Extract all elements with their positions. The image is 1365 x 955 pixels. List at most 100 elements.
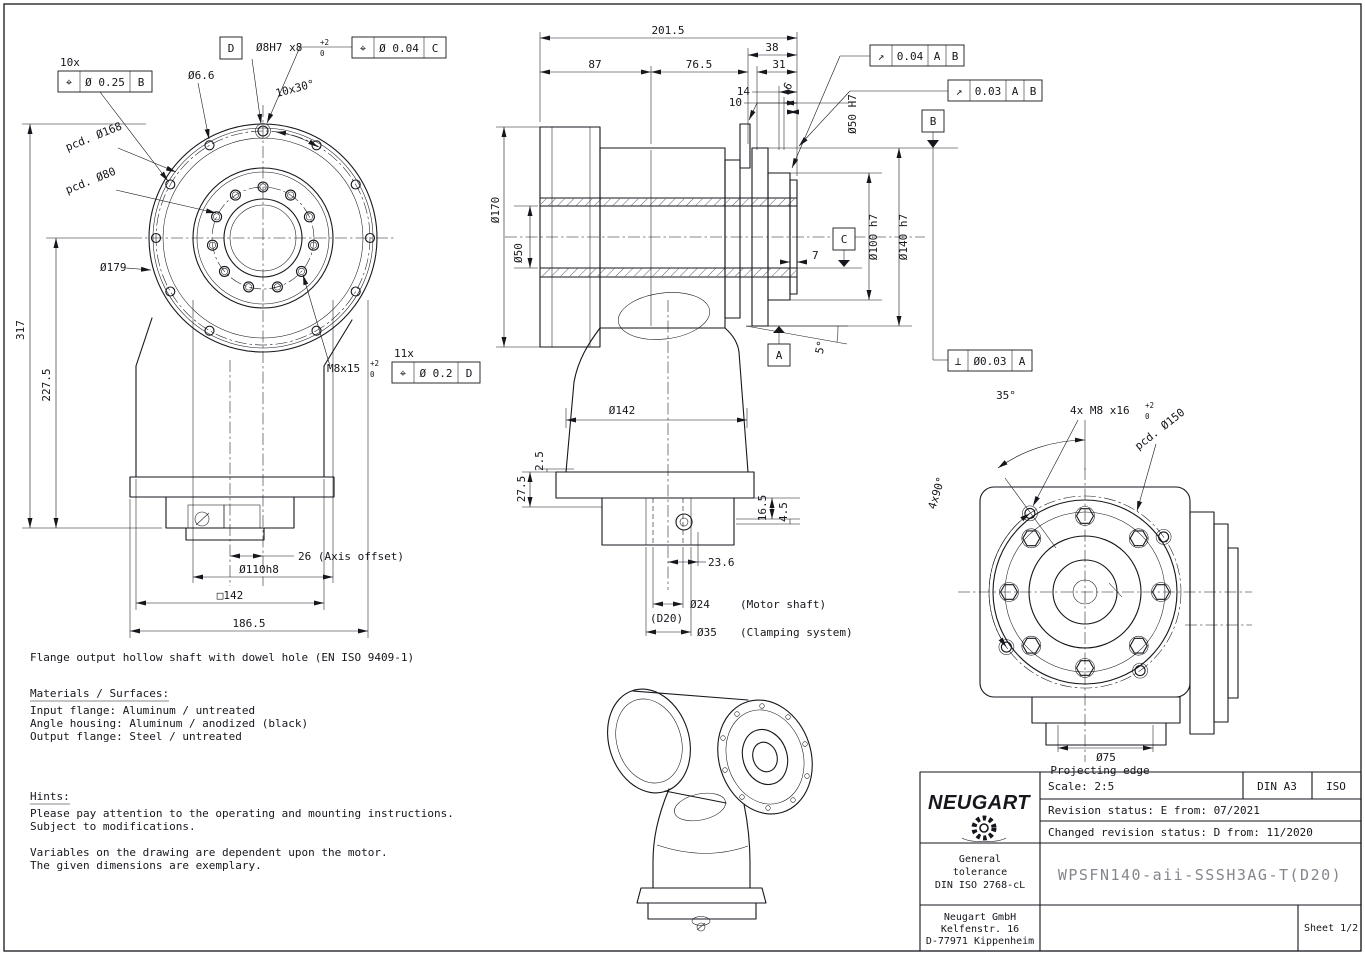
- dim-14: 14: [737, 85, 797, 150]
- dia-35-label: Ø35: [697, 626, 717, 639]
- gdt-runout2-tolerance: 0.03: [975, 85, 1002, 98]
- dim-4-5: 4.5: [736, 502, 800, 525]
- dowel-tol-dn: 0: [320, 49, 325, 58]
- dim-76-5-label: 76.5: [686, 58, 713, 71]
- gdt-frame-outer-holes: 10x ⌖ Ø 0.25 B: [57, 56, 169, 182]
- dim-50-label: Ø50: [512, 243, 525, 263]
- dim-87: 87: [540, 58, 652, 144]
- gdt-dowel-symbol: ⌖: [360, 42, 366, 55]
- side-outline: [539, 123, 798, 546]
- tolerance-line-3: DIN ISO 2768-cL: [935, 880, 1025, 891]
- dim-sq142: □142: [135, 479, 325, 610]
- d20-label: (D20): [650, 612, 683, 625]
- gdt-outer-datum: B: [138, 76, 145, 89]
- materials-line-1: Input flange: Aluminum / untreated: [30, 704, 255, 717]
- gdt-frame-thread: 11x ⌖ Ø 0.2 D: [391, 347, 481, 384]
- dim-170: Ø170: [489, 126, 540, 348]
- projecting-edge-label: Projecting edge: [1050, 764, 1149, 777]
- gdt-outer-tolerance: Ø 0.25: [85, 76, 125, 89]
- address-line-2: Kelfenstr. 16: [941, 924, 1019, 935]
- rear-thread-tol-dn: 0: [1145, 412, 1150, 421]
- datum-d-flag: D: [219, 36, 263, 125]
- datum-a-flag: A: [767, 326, 791, 367]
- iso-bolt-holes: [720, 703, 810, 811]
- datum-a-label: A: [776, 349, 783, 362]
- dim-140h7-label: Ø140 h7: [897, 214, 910, 260]
- rear-thread-label: 4x M8 x16: [1070, 404, 1130, 417]
- dowel-label: Ø8H7 x8: [256, 41, 302, 54]
- gdt-thread-datum: D: [466, 367, 473, 380]
- datum-c-flag: C: [797, 227, 862, 269]
- dim-axis-offset: 26 (Axis offset): [230, 550, 404, 563]
- dim-27-5: 27.5: [515, 471, 602, 508]
- dim-100h7-label: Ø100 h7: [867, 214, 880, 260]
- rear-projections: [1031, 511, 1252, 746]
- format-label: DIN A3: [1257, 780, 1297, 793]
- dowel-hole: [255, 123, 271, 139]
- sheet-number: Sheet 1/2: [1304, 923, 1358, 934]
- dim-23-6-label: 23.6: [708, 556, 735, 569]
- tolerance-line-1: General: [959, 854, 1001, 865]
- dim-clamping: Ø35 (Clamping system): [645, 547, 853, 639]
- standard-label: ISO: [1326, 780, 1346, 793]
- gdt-runout1-symbol: ↗: [878, 50, 885, 63]
- dim-axis-offset-label: 26 (Axis offset): [298, 550, 404, 563]
- gdt-thread-symbol: ⌖: [400, 367, 406, 380]
- gdt-thread-tolerance: Ø 0.2: [419, 367, 452, 380]
- dim-170-label: Ø170: [489, 197, 502, 224]
- title-block: NEUGART Scale: 2:5 DIN A3 ISO Revision s…: [919, 771, 1362, 952]
- dim-5deg-label: 5°: [813, 339, 828, 355]
- dim-motor-shaft: Ø24 (Motor shaft) (D20): [650, 547, 826, 625]
- dim-7-label: 7: [812, 249, 819, 262]
- hints-line-1: Please pay attention to the operating an…: [30, 807, 454, 820]
- dim-186-5-label: 186.5: [232, 617, 265, 630]
- datum-b-label: B: [930, 115, 937, 128]
- qty-thread-label: 11x: [394, 347, 414, 360]
- thread-tol-up: +2: [370, 359, 379, 368]
- changed-revision-status: Changed revision status: D from: 11/2020: [1048, 826, 1313, 839]
- dim-2-5: 2.5: [533, 451, 574, 472]
- dim-76-5: 76.5: [651, 48, 749, 144]
- gdt-runout2-symbol: ↗: [956, 85, 963, 98]
- dim-35deg-label: 35°: [996, 389, 1016, 402]
- hints-line-4: The given dimensions are exemplary.: [30, 859, 262, 872]
- motor-shaft-label: (Motor shaft): [740, 598, 826, 611]
- dia-24-label: Ø24: [690, 598, 710, 611]
- dim-27-5-label: 27.5: [515, 476, 528, 503]
- dia-50h7-label: Ø50 H7: [846, 94, 859, 134]
- gdt-perp-tolerance: Ø0.03: [973, 355, 1006, 368]
- gdt-frame-perp: ⊥ Ø0.03 A: [933, 349, 1033, 372]
- dim-35deg: 35°: [996, 389, 1086, 549]
- callout-179: Ø179: [100, 261, 152, 274]
- hints-title: Hints:: [30, 790, 70, 803]
- gdt-dowel-datum: C: [432, 42, 439, 55]
- rear-thread-tol-up: +2: [1145, 401, 1154, 410]
- front-housing-outline: [129, 317, 353, 541]
- dim-7: 7: [780, 249, 819, 265]
- gdt-runout1-datum1: A: [934, 50, 941, 63]
- dim-110h8: Ø110h8: [192, 300, 334, 583]
- dim-142: Ø142: [565, 404, 748, 428]
- dim-38-label: 38: [765, 41, 778, 54]
- dia-179-label: Ø179: [100, 261, 127, 274]
- dim-142-label: Ø142: [609, 404, 636, 417]
- gdt-perp-datum: A: [1019, 355, 1026, 368]
- materials-title: Materials / Surfaces:: [30, 687, 169, 700]
- materials-line-2: Angle housing: Aluminum / anodized (blac…: [30, 717, 308, 730]
- revision-status: Revision status: E from: 07/2021: [1048, 804, 1260, 817]
- dim-31: 31: [756, 58, 797, 150]
- isometric-view: [607, 688, 813, 932]
- clamping-label: (Clamping system): [740, 626, 853, 639]
- thread-label: M8x15: [327, 362, 360, 375]
- callout-50h7: Ø50 H7: [748, 94, 859, 134]
- dim-227-5: 227.5: [40, 237, 130, 528]
- flange-note: Flange output hollow shaft with dowel ho…: [30, 651, 414, 664]
- dim-201-5: 201.5: [539, 24, 798, 176]
- dim-75: Ø75 Projecting edge: [1050, 725, 1154, 777]
- materials-line-3: Output flange: Steel / untreated: [30, 730, 242, 743]
- dim-110h8-label: Ø110h8: [239, 563, 279, 576]
- dim-38: 38: [748, 41, 797, 58]
- dim-317-label: 317: [14, 320, 27, 340]
- qty-outer-label: 10x: [60, 56, 80, 69]
